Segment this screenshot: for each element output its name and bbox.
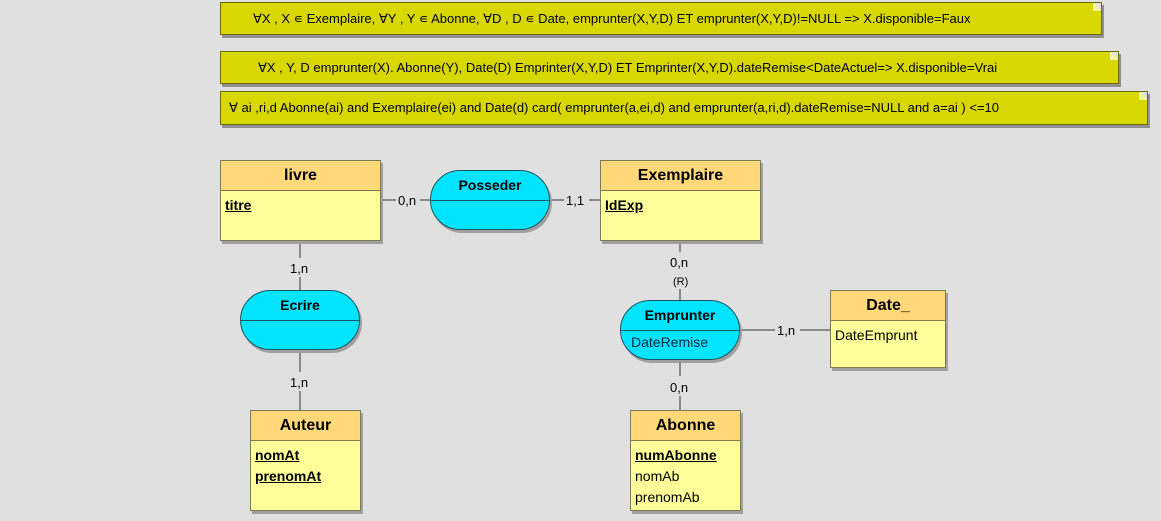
- constraint-note-3[interactable]: ∀ ai ,ri,d Abonne(ai) and Exemplaire(ei)…: [220, 91, 1148, 125]
- entity-date-title: Date_: [831, 291, 945, 321]
- entity-livre-key-titre: titre: [225, 197, 252, 213]
- cardinality-livre-ecrire: 1,n: [290, 261, 309, 276]
- entity-abonne-key-numabonne: numAbonne: [635, 447, 717, 463]
- entity-abonne-title: Abonne: [631, 411, 740, 441]
- association-posseder[interactable]: Posseder: [430, 170, 550, 230]
- entity-abonne[interactable]: Abonne numAbonne nomAb prenomAb: [630, 410, 741, 511]
- cardinality-livre-posseder: 0,n: [398, 193, 417, 208]
- note-fold-corner: [1139, 92, 1147, 100]
- entity-exemplaire-title: Exemplaire: [601, 161, 760, 191]
- association-ecrire[interactable]: Ecrire: [240, 290, 360, 350]
- note-fold-corner: [1093, 3, 1101, 11]
- entity-date[interactable]: Date_ DateEmprunt: [830, 290, 946, 368]
- cardinality-auteur-ecrire: 1,n: [290, 375, 309, 390]
- association-ecrire-title: Ecrire: [241, 291, 359, 321]
- constraint-note-1-text: ∀X , X ∊ Exemplaire, ∀Y , Y ∊ Abonne, ∀D…: [253, 11, 971, 26]
- constraint-note-3-text: ∀ ai ,ri,d Abonne(ai) and Exemplaire(ei)…: [229, 100, 1000, 115]
- cardinality-date-emprunter: 1,n: [777, 323, 796, 338]
- entity-abonne-attr-nomab: nomAb: [635, 468, 680, 484]
- entity-auteur-key-nomat: nomAt: [255, 447, 300, 463]
- entity-abonne-attr-prenomab: prenomAb: [635, 489, 700, 505]
- association-emprunter-attr-dateremise: DateRemise: [631, 334, 709, 350]
- entity-livre-title: livre: [221, 161, 380, 191]
- entity-date-attr-dateemprunt: DateEmprunt: [835, 327, 918, 343]
- entity-auteur-title: Auteur: [251, 411, 360, 441]
- cardinality-exemplaire-posseder: 1,1: [566, 193, 585, 208]
- association-posseder-title: Posseder: [431, 171, 549, 201]
- cardinality-abonne-emprunter: 0,n: [670, 380, 689, 395]
- cardinality-exemplaire-emprunter: 0,n: [670, 255, 689, 270]
- constraint-note-1[interactable]: ∀X , X ∊ Exemplaire, ∀Y , Y ∊ Abonne, ∀D…: [220, 2, 1102, 35]
- entity-exemplaire[interactable]: Exemplaire IdExp: [600, 160, 761, 241]
- entity-auteur-key-prenomat: prenomAt: [255, 468, 322, 484]
- constraint-note-2-text: ∀X , Y, D emprunter(X). Abonne(Y), Date(…: [258, 60, 998, 75]
- association-emprunter-title: Emprunter: [621, 301, 739, 331]
- association-emprunter[interactable]: Emprunter DateRemise: [620, 300, 740, 360]
- entity-livre[interactable]: livre titre: [220, 160, 381, 241]
- note-fold-corner: [1110, 52, 1118, 60]
- role-marker-r: (R): [673, 276, 689, 288]
- entity-auteur[interactable]: Auteur nomAt prenomAt: [250, 410, 361, 511]
- entity-exemplaire-key-idexp: IdExp: [605, 197, 644, 213]
- constraint-note-2[interactable]: ∀X , Y, D emprunter(X). Abonne(Y), Date(…: [220, 51, 1119, 84]
